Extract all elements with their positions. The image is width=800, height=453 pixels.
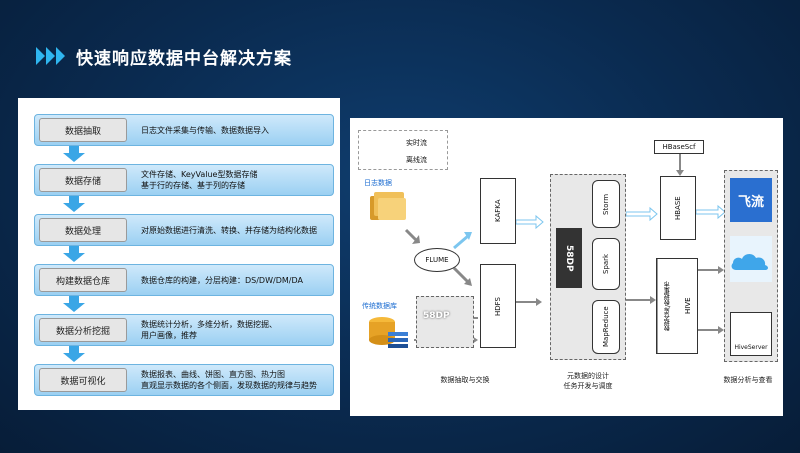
step-warehouse: 构建数据仓库 数据仓库的构建，分层构建：DS/DW/DM/DA bbox=[34, 264, 334, 296]
legend-box bbox=[358, 130, 448, 170]
step-desc: 文件存储、KeyValue型数据存储基于行的存储、基于列的存储 bbox=[141, 165, 257, 195]
exchange-box: 58DP bbox=[416, 296, 474, 348]
step-desc-line: 数据仓库的构建，分层构建：DS/DW/DM/DA bbox=[141, 275, 303, 285]
step-desc-line: 用户画像，推荐 bbox=[141, 331, 197, 340]
spark-label: Spark bbox=[602, 253, 610, 275]
traditional-db-label: 传统数据库 bbox=[362, 302, 397, 310]
folder-icon bbox=[370, 192, 406, 220]
step-desc-line: 文件存储、KeyValue型数据存储 bbox=[141, 170, 258, 179]
hiveserver-node: HiveServer bbox=[730, 312, 772, 356]
architecture-panel: 实时流 离线流 日志数据 传统数据库 FLUME 58DP KAFKA HDFS… bbox=[350, 118, 783, 416]
step-desc-line: 直观显示数据的各个侧面，发现数据的规律与趋势 bbox=[141, 381, 317, 390]
hive-node: 数据仓库/数据集市 HIVE bbox=[656, 258, 698, 354]
kafka-node: KAFKA bbox=[480, 178, 516, 244]
step-extract: 数据抽取 日志文件采集与传输、数据数据导入 bbox=[34, 114, 334, 146]
flume-node: FLUME bbox=[414, 248, 460, 272]
step-visualization: 数据可视化 数据报表、曲线、饼图、直方图、热力图直观显示数据的各个侧面，发现数据… bbox=[34, 364, 334, 396]
spark-node: Spark bbox=[592, 238, 620, 290]
step-label: 数据分析挖掘 bbox=[39, 318, 127, 342]
caption-extract: 数据抽取与交换 bbox=[440, 376, 490, 384]
chevrons-icon bbox=[36, 47, 66, 65]
hdfs-node: HDFS bbox=[480, 264, 516, 348]
step-desc: 数据统计分析，多维分析，数据挖掘、用户画像，推荐 bbox=[141, 315, 277, 345]
step-label: 数据处理 bbox=[39, 218, 127, 242]
down-arrow-icon bbox=[63, 246, 85, 262]
step-desc: 对原始数据进行清洗、转换、并存储为结构化数据 bbox=[141, 215, 317, 245]
caption-meta-2: 任务开发与调度 bbox=[563, 382, 613, 390]
step-desc-line: 数据报表、曲线、饼图、直方图、热力图 bbox=[141, 370, 285, 379]
step-desc-line: 数据统计分析，多维分析，数据挖掘、 bbox=[141, 320, 277, 329]
cloud-icon bbox=[730, 236, 772, 282]
storm-node: Storm bbox=[592, 180, 620, 228]
step-label: 数据可视化 bbox=[39, 368, 127, 392]
step-analysis: 数据分析挖掘 数据统计分析，多维分析，数据挖掘、用户画像，推荐 bbox=[34, 314, 334, 346]
legend-realtime-label: 实时流 bbox=[406, 139, 427, 147]
down-arrow-icon bbox=[63, 346, 85, 362]
legend-offline-label: 离线流 bbox=[406, 156, 427, 164]
logo-58dp: 58DP bbox=[423, 311, 450, 321]
step-label: 数据存储 bbox=[39, 168, 127, 192]
step-processing: 数据处理 对原始数据进行清洗、转换、并存储为结构化数据 bbox=[34, 214, 334, 246]
step-desc: 数据报表、曲线、饼图、直方图、热力图直观显示数据的各个侧面，发现数据的规律与趋势 bbox=[141, 365, 317, 395]
caption-meta-1: 元数据的设计 bbox=[567, 372, 609, 380]
step-desc-line: 日志文件采集与传输、数据数据导入 bbox=[141, 125, 269, 135]
hbase-label: HBASE bbox=[674, 196, 682, 220]
process-steps-panel: 数据抽取 日志文件采集与传输、数据数据导入 数据存储 文件存储、KeyValue… bbox=[18, 98, 340, 410]
step-label: 构建数据仓库 bbox=[39, 268, 127, 292]
storm-label: Storm bbox=[602, 193, 610, 215]
log-data-label: 日志数据 bbox=[364, 179, 392, 187]
page-title-bar: 快速响应数据中台解决方案 bbox=[36, 42, 292, 70]
logo-58dp-vertical: 58DP bbox=[556, 228, 582, 288]
step-storage: 数据存储 文件存储、KeyValue型数据存储基于行的存储、基于列的存储 bbox=[34, 164, 334, 196]
hbase-node: HBASE bbox=[660, 176, 696, 240]
step-desc: 数据仓库的构建，分层构建：DS/DW/DM/DA bbox=[141, 265, 303, 295]
hdfs-label: HDFS bbox=[494, 296, 502, 316]
kafka-label: KAFKA bbox=[494, 199, 502, 223]
down-arrow-icon bbox=[63, 196, 85, 212]
mapreduce-node: MapReduce bbox=[592, 300, 620, 354]
step-label: 数据抽取 bbox=[39, 118, 127, 142]
down-arrow-icon bbox=[63, 146, 85, 162]
step-desc-line: 对原始数据进行清洗、转换、并存储为结构化数据 bbox=[141, 225, 317, 235]
hive-label: HIVE bbox=[683, 297, 692, 315]
dw-label: 数据仓库/数据集市 bbox=[657, 259, 678, 353]
feiliu-logo: 飞流 bbox=[730, 178, 772, 222]
step-desc: 日志文件采集与传输、数据数据导入 bbox=[141, 115, 269, 145]
page-title: 快速响应数据中台解决方案 bbox=[76, 48, 292, 69]
down-arrow-icon bbox=[63, 296, 85, 312]
caption-analysis: 数据分析与查看 bbox=[723, 376, 773, 384]
step-desc-line: 基于行的存储、基于列的存储 bbox=[141, 181, 245, 190]
mapreduce-label: MapReduce bbox=[602, 306, 610, 348]
hbasescf-node: HBaseScf bbox=[654, 140, 704, 154]
database-icon bbox=[369, 317, 408, 348]
